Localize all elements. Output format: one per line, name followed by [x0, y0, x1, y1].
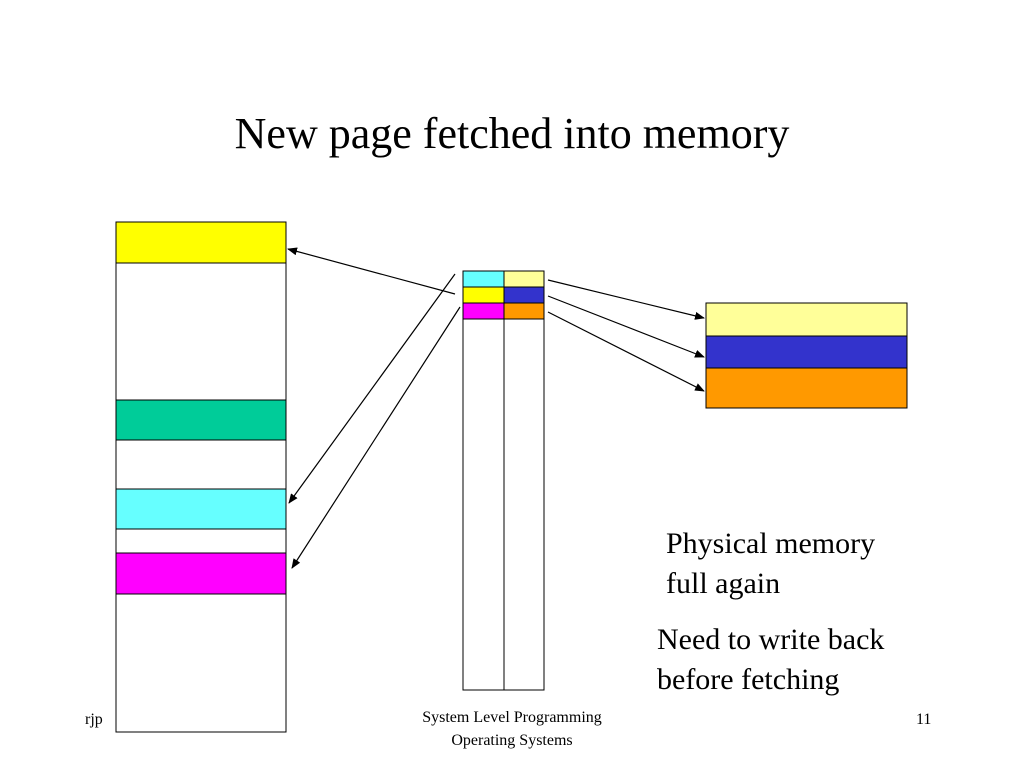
- note-text: Need to write back before fetching: [657, 623, 885, 696]
- footer-author: rjp: [85, 711, 103, 728]
- arrow-to-disk-blue: [547, 295, 705, 358]
- physical-memory-column: [115, 221, 287, 733]
- physical-memory-outline: [115, 221, 287, 733]
- disk-page-orange: [705, 367, 908, 409]
- page-table: [462, 270, 545, 691]
- arrow-to-magenta-frame: [291, 306, 461, 569]
- footer-course: System Level Programming Operating Syste…: [362, 706, 662, 752]
- disk-page-light-yellow: [705, 302, 908, 337]
- slide-title: New page fetched into memory: [234, 109, 790, 158]
- page-table-entry-orange: [503, 302, 545, 320]
- page-table-entry-yellow: [462, 286, 505, 304]
- physical-frame-yellow: [115, 221, 287, 264]
- page-table-entry-blue: [503, 286, 545, 304]
- arrow-to-cyan-frame: [288, 273, 456, 504]
- page-table-entry-light-yellow: [503, 270, 545, 288]
- footer-course-line2: Operating Systems: [451, 732, 573, 749]
- physical-frame-cyan: [115, 488, 287, 530]
- arrow-to-disk-orange: [547, 311, 705, 392]
- disk-pages: [705, 302, 908, 409]
- footer-course-line1: System Level Programming: [422, 709, 602, 726]
- note-text: Physical memory full again: [666, 527, 876, 600]
- arrows: [287, 247, 705, 569]
- note-physical-memory-full: Physical memory full again: [666, 524, 875, 604]
- footer-page-number: 11: [916, 711, 932, 728]
- arrow-to-yellow-frame: [287, 247, 456, 295]
- page-table-entry-cyan: [462, 270, 505, 288]
- arrow-to-disk-light-yellow: [547, 279, 705, 320]
- physical-frame-magenta: [115, 552, 287, 595]
- physical-frame-teal: [115, 399, 287, 441]
- page-table-entry-magenta: [462, 302, 505, 320]
- page-table-left-column: [462, 270, 505, 691]
- page-table-right-column: [503, 270, 545, 691]
- disk-page-blue: [705, 335, 908, 369]
- note-write-back: Need to write back before fetching: [657, 620, 884, 700]
